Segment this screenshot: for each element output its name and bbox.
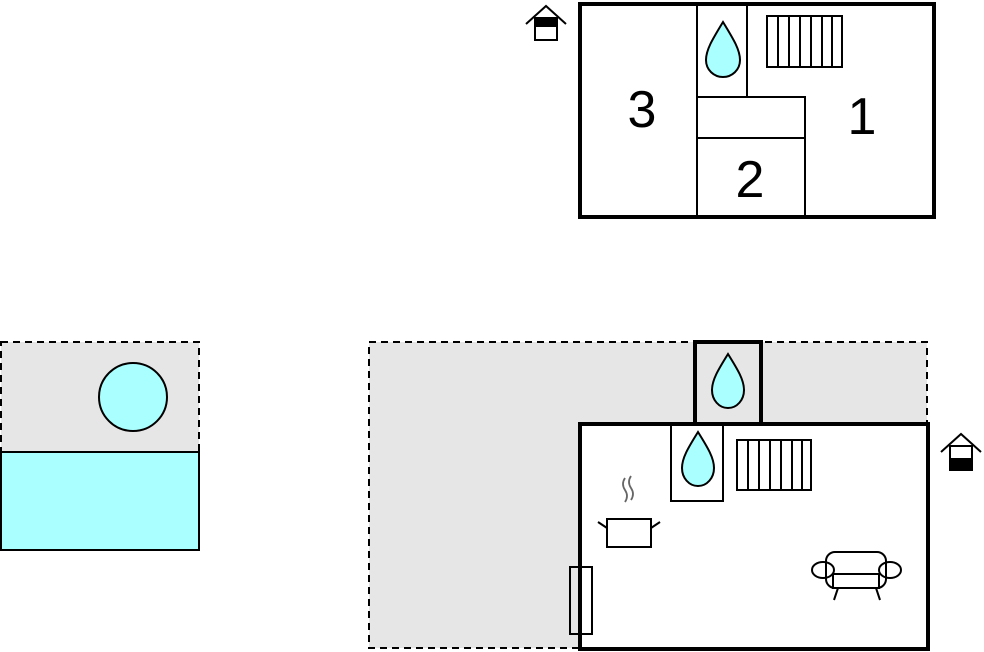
room-label-3: 3 (628, 81, 657, 139)
house-floor-upper-icon (525, 4, 567, 41)
ground-bathroom (670, 423, 724, 502)
ground-floor (368, 340, 982, 651)
hallway (696, 96, 806, 139)
pool-area (0, 341, 200, 551)
house-floor-ground-icon (940, 432, 982, 471)
ground-terrace (368, 341, 928, 649)
sofa-icon (811, 551, 902, 601)
hot-tub-icon (98, 362, 168, 432)
ground-floor-outline (578, 422, 930, 651)
annex-room (693, 340, 763, 426)
radiator-icon (736, 439, 812, 491)
cooking-pot-icon (597, 475, 661, 548)
water-drop-icon (710, 352, 746, 410)
upper-floor: 3 1 2 (525, 2, 936, 219)
radiator-icon (766, 15, 843, 68)
room-label-1: 1 (848, 88, 877, 146)
pool-icon (0, 451, 200, 551)
entrance-door (569, 566, 593, 635)
room-label-2: 2 (736, 151, 765, 209)
water-drop-icon (680, 430, 716, 488)
upper-floor-outline (578, 2, 936, 219)
water-drop-icon (704, 20, 742, 79)
